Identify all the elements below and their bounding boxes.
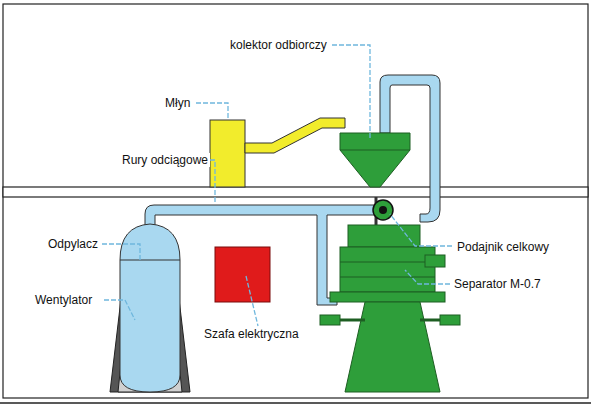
part-label: Odpylacz [46, 237, 100, 251]
part-label: kolektor odbiorczy [228, 38, 329, 52]
part-label: Szafa elektryczna [202, 327, 301, 341]
part-label: Wentylator [33, 293, 94, 307]
part-label: Rury odciągowe [120, 153, 210, 167]
part-label: Młyn [163, 96, 192, 110]
part-label: Separator M-0.7 [452, 277, 543, 291]
part-label: Podajnik celkowy [455, 240, 551, 254]
